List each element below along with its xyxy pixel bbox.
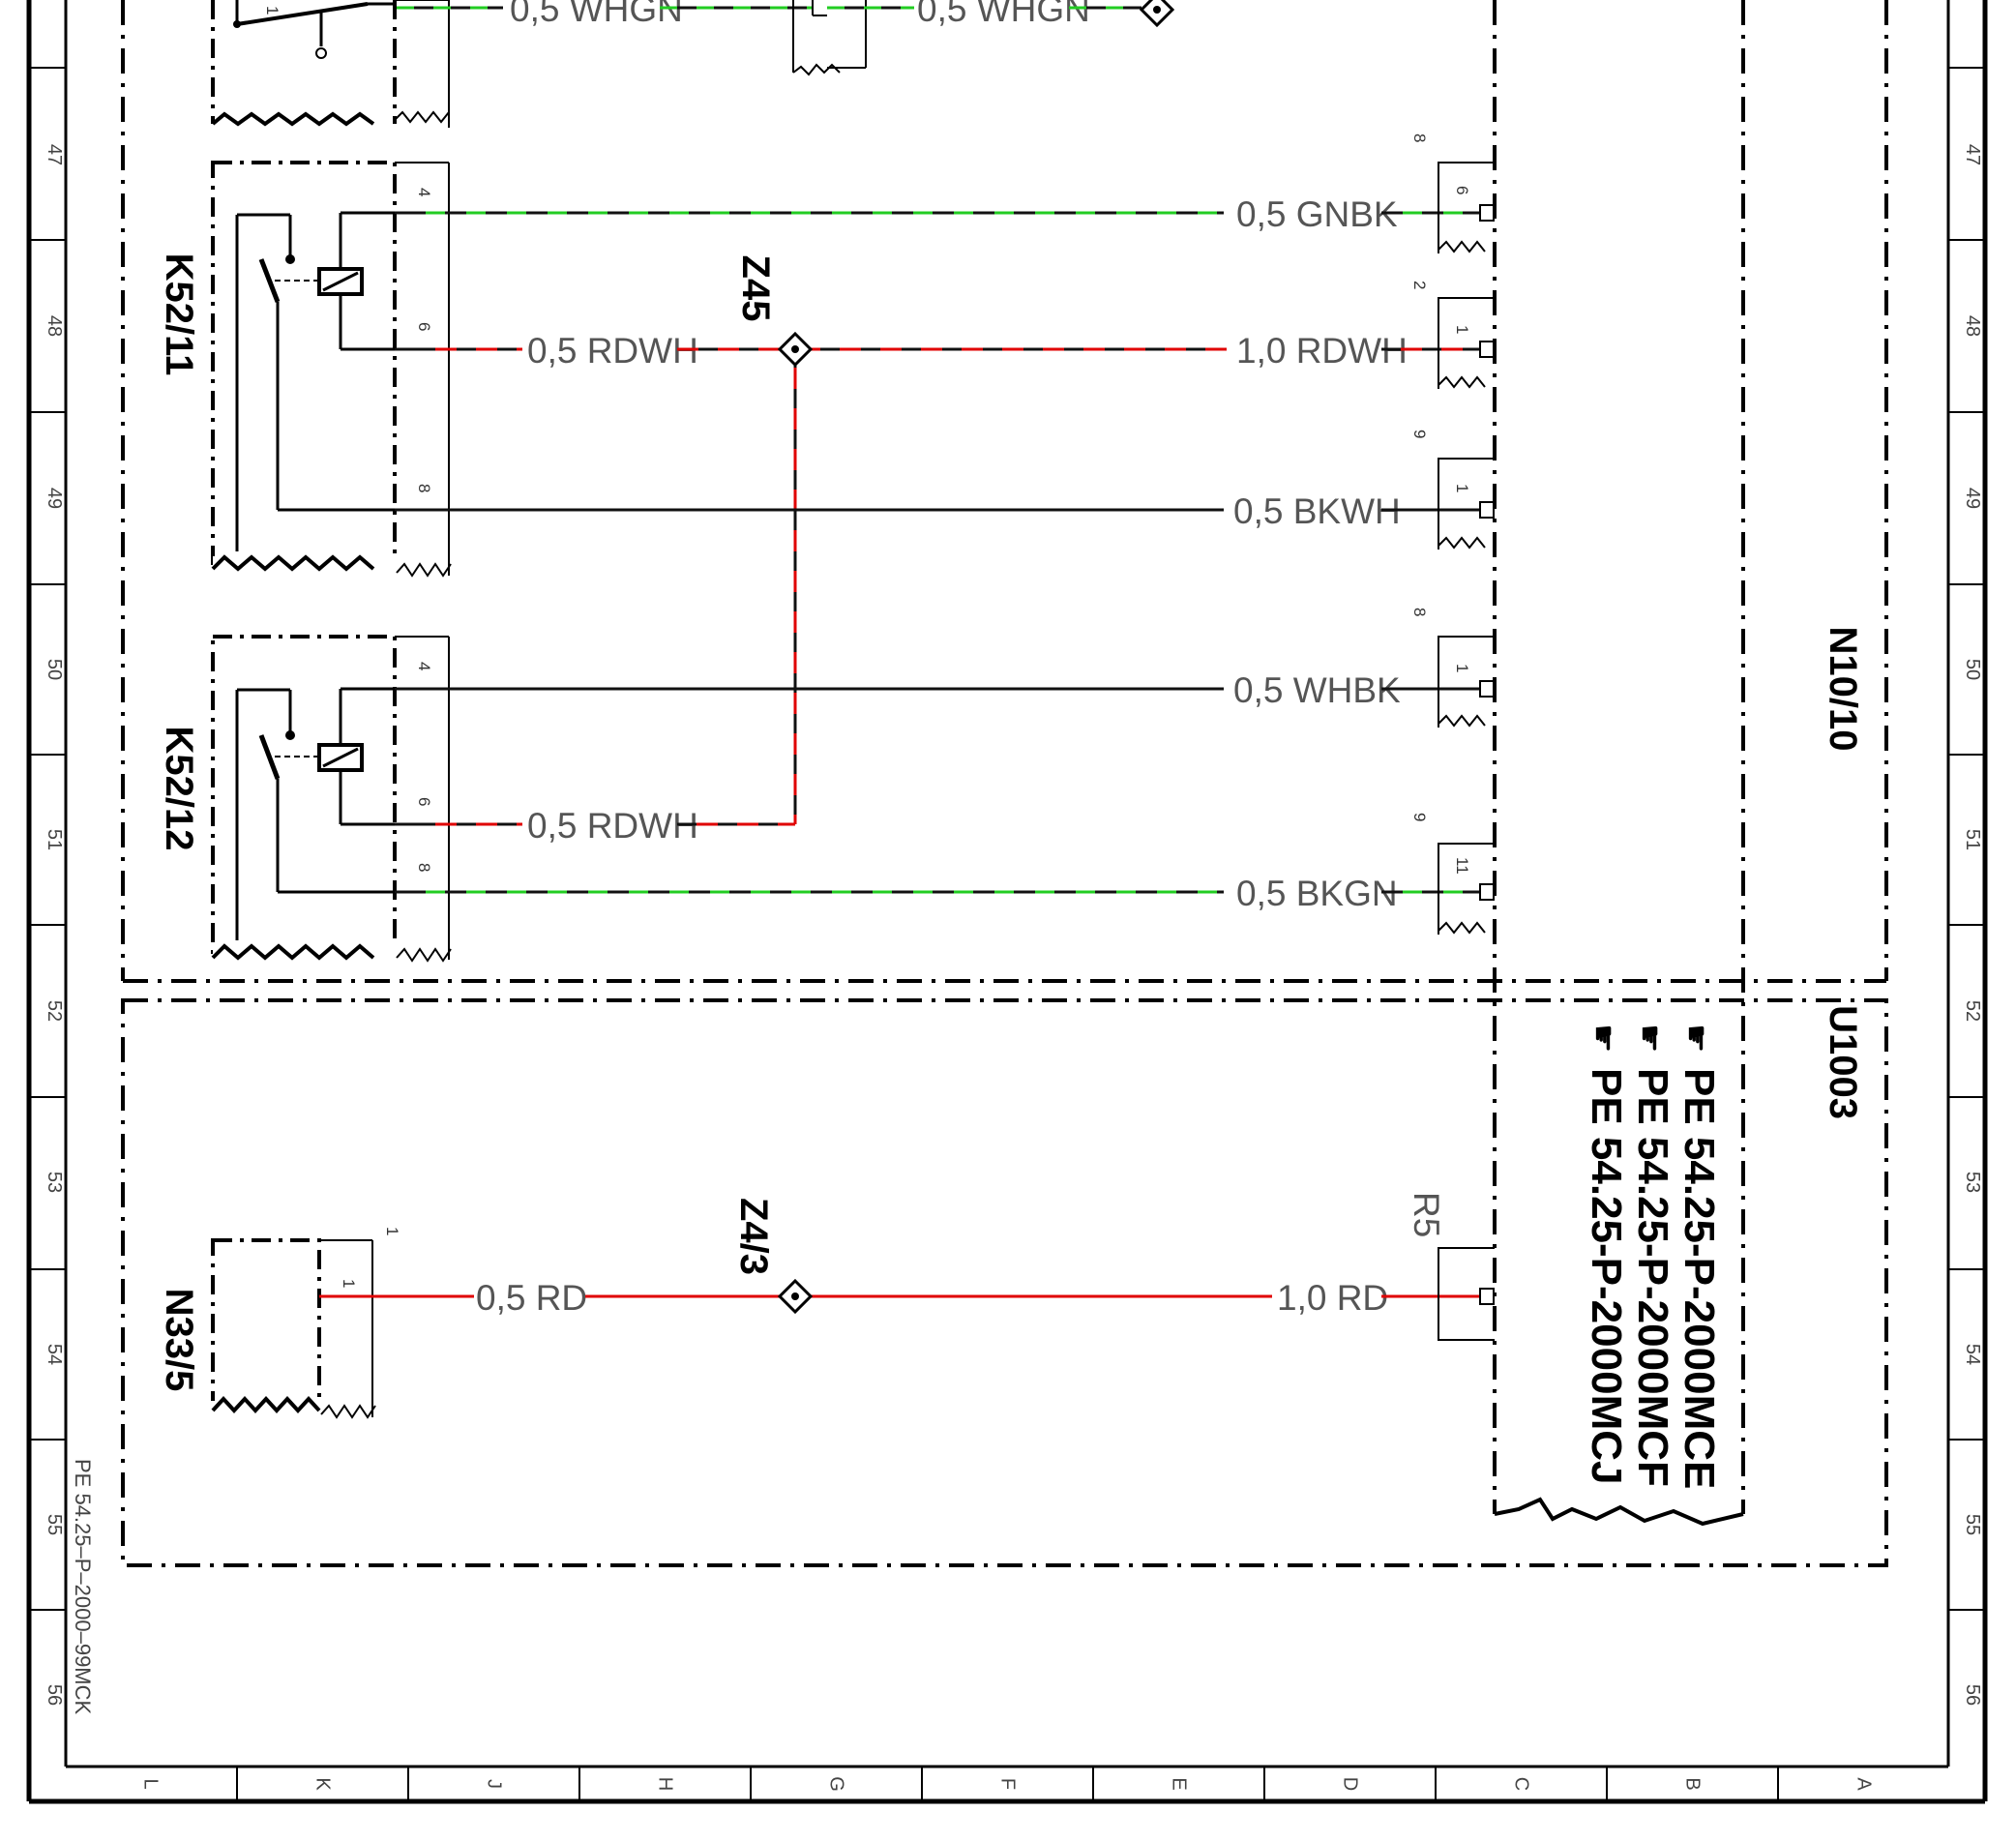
label-k52-12: K52/12: [158, 727, 200, 851]
wire-rd: 0,5 RD 1,0 RD Z4/3: [319, 1198, 1480, 1318]
grid-col-F: F: [997, 1778, 1019, 1790]
drawing-frame: [26, 0, 1988, 1804]
wire-label-bkgn: 0,5 BKGN: [1236, 874, 1398, 913]
grid-row-53-right: 53: [1962, 1172, 1983, 1193]
grid-col-K: K: [312, 1777, 334, 1791]
grid-row-55-left: 55: [44, 1514, 65, 1535]
grid-row-51-left: 51: [44, 829, 65, 850]
label-n33-5: N33/5: [158, 1289, 200, 1392]
n10-pin-2: 2: [1410, 281, 1429, 289]
grid-row-48-left: 48: [44, 315, 65, 337]
wire-label-whbk: 0,5 WHBK: [1233, 670, 1401, 710]
n10-r5: R5: [1407, 1192, 1446, 1237]
grid-row-53-left: 53: [44, 1172, 65, 1193]
k52-11-pin-8: 8: [415, 484, 433, 492]
grid-row-55-right: 55: [1962, 1514, 1983, 1535]
wire-label-bkwh: 0,5 BKWH: [1233, 491, 1401, 531]
grid-column-labels: L K J H G F E D C B A: [140, 1767, 1875, 1801]
wire-label-rdwh-2: 1,0 RDWH: [1236, 331, 1408, 371]
grid-col-B: B: [1682, 1777, 1704, 1790]
relay-k52-12: 4 6 8 K52/12: [158, 635, 452, 964]
grid-row-50-right: 50: [1962, 659, 1983, 680]
pe-note-3: PE 54.25-P-2000MCJ: [1583, 1068, 1630, 1484]
document-reference: PE 54.25–P–2000–99MCK: [71, 1459, 95, 1715]
wire-whbk: 0,5 WHBK: [395, 670, 1480, 710]
wire-bkgn: 0,5 BKGN: [395, 874, 1480, 913]
grid-col-A: A: [1853, 1777, 1875, 1791]
label-n10-10: N10/10: [1822, 627, 1864, 752]
pe-note-2: PE 54.25-P-2000MCF: [1629, 1068, 1676, 1487]
region-boundaries: [121, 0, 1888, 1567]
relay-k52-11: 4 6 8 K52/11: [158, 161, 452, 578]
component-n33-5: 1 1 N33/5: [158, 1227, 401, 1420]
wire-label-gnbk: 0,5 GNBK: [1236, 194, 1398, 234]
grid-row-50-left: 50: [44, 659, 65, 680]
wire-gnbk: 0,5 GNBK: [395, 194, 1480, 234]
wire-bkwh: 0,5 BKWH: [395, 491, 1480, 531]
n10-pin-9b: 9: [1410, 813, 1429, 821]
grid-col-L: L: [140, 1778, 162, 1789]
top-pin-1: 1: [263, 6, 282, 15]
grid-row-54-right: 54: [1962, 1344, 1983, 1365]
n10-pin-9a: 9: [1410, 430, 1429, 438]
pointing-hand-icon: ☛: [1585, 1024, 1621, 1053]
wire-rdwh-1: 0,5 RDWH 1,0 RDWH: [395, 331, 1480, 371]
grid-row-51-right: 51: [1962, 829, 1983, 850]
n33-5-connector-1: 1: [383, 1227, 401, 1235]
grid-col-J: J: [484, 1779, 505, 1789]
n10-10-connectors: 8 6 2 1 9 1 8 1 9 11 R5 N10/10 U: [1407, 134, 1864, 1341]
grid-row-47-left: 47: [44, 144, 65, 165]
wire-label-top-1: 0,5 WHGN: [510, 0, 683, 29]
top-relay-partial: 1: [211, 0, 450, 128]
grid-row-49-left: 49: [44, 488, 65, 509]
label-z45: Z45: [734, 255, 777, 322]
grid-row-52-left: 52: [44, 1000, 65, 1022]
grid-row-54-left: 54: [44, 1344, 65, 1365]
grid-row-labels: 47 48 49 50 51 52 53 54 55 56 47 48 49 5…: [29, 67, 1985, 1706]
k52-12-pin-4: 4: [415, 662, 433, 670]
grid-col-E: E: [1169, 1777, 1190, 1790]
pointing-hand-icon: ☛: [1631, 1024, 1668, 1053]
n10-pin-1b: 1: [1453, 484, 1471, 492]
n10-pin-8b: 8: [1410, 608, 1429, 616]
n10-pin-6: 6: [1453, 186, 1471, 194]
k52-12-pin-6: 6: [415, 797, 433, 806]
n10-pin-1a: 1: [1453, 325, 1471, 334]
n10-pin-11: 11: [1453, 857, 1471, 875]
wire-label-rd-2: 1,0 RD: [1277, 1278, 1388, 1318]
wire-label-rd-1: 0,5 RD: [476, 1278, 587, 1318]
label-k52-11: K52/11: [158, 253, 200, 376]
pe-note-1: PE 54.25-P-2000MCE: [1675, 1068, 1723, 1489]
n10-pin-8a: 8: [1410, 134, 1429, 142]
n10-pin-1c: 1: [1453, 664, 1471, 672]
label-z4-3: Z4/3: [732, 1198, 775, 1275]
grid-row-48-right: 48: [1962, 315, 1983, 337]
wire-rdwh-3: 0,5 RDWH: [395, 806, 795, 846]
k52-12-pin-8: 8: [415, 863, 433, 872]
wire-top-whgn: 0,5 WHGN 0,5 WHGN: [397, 0, 1175, 76]
grid-row-52-right: 52: [1962, 1000, 1983, 1022]
pe-notes: ☛ PE 54.25-P-2000MCE ☛ PE 54.25-P-2000MC…: [1583, 1024, 1723, 1489]
grid-row-56-right: 56: [1962, 1684, 1983, 1706]
grid-row-56-left: 56: [44, 1684, 65, 1706]
grid-col-G: G: [826, 1776, 847, 1792]
wire-label-rdwh-3: 0,5 RDWH: [527, 806, 698, 846]
k52-11-pin-6: 6: [415, 322, 433, 331]
label-u1003: U1003: [1822, 1005, 1864, 1119]
grid-row-49-right: 49: [1962, 488, 1983, 509]
wire-label-top-2: 0,5 WHGN: [917, 0, 1090, 29]
grid-col-D: D: [1340, 1777, 1361, 1791]
pointing-hand-icon: ☛: [1677, 1024, 1714, 1053]
n33-5-pin-1: 1: [340, 1279, 358, 1288]
grid-col-C: C: [1511, 1777, 1532, 1791]
break-line-module: [1494, 1497, 1744, 1527]
grid-row-47-right: 47: [1962, 144, 1983, 165]
grid-col-H: H: [655, 1777, 676, 1791]
k52-11-pin-4: 4: [415, 188, 433, 196]
wire-label-rdwh-1: 0,5 RDWH: [527, 331, 698, 371]
splice-z45: Z45: [734, 255, 814, 824]
